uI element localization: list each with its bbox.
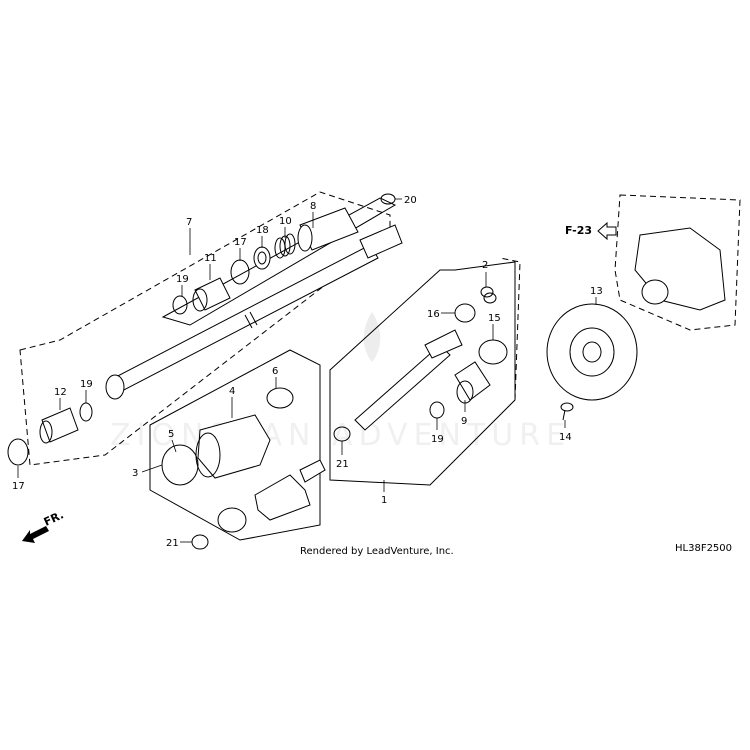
part-12-joint [39, 407, 79, 444]
callout-13: 13 [590, 286, 603, 297]
callout-4: 4 [229, 386, 235, 397]
part-17-ring-left [7, 438, 29, 466]
footer-credit: Rendered by LeadVenture, Inc. [300, 546, 454, 557]
part-18-bearing [253, 246, 271, 270]
callout-12: 12 [54, 387, 67, 398]
part-19-ring-upper [172, 295, 188, 315]
callout-7: 7 [186, 217, 192, 228]
callout-17-upper: 17 [234, 237, 247, 248]
callout-10: 10 [279, 216, 292, 227]
part-8-outer-joint [297, 207, 359, 252]
watermark: ZIONSCAN ADVENTURE [110, 312, 571, 453]
part-19-ring-left [79, 402, 93, 422]
part-seal-lower [217, 507, 247, 533]
diagram-code: HL38F2500 [675, 543, 732, 554]
front-direction: FR. [22, 508, 66, 543]
hub-knuckle [634, 227, 726, 311]
callout-19-right: 19 [431, 434, 444, 445]
callout-5: 5 [168, 429, 174, 440]
part-19-ring-right [429, 401, 445, 419]
callout-9: 9 [461, 416, 467, 427]
part-9-boot [454, 361, 491, 404]
callout-6: 6 [272, 366, 278, 377]
callout-11: 11 [204, 253, 217, 264]
callout-1: 1 [381, 495, 387, 506]
part-4-boot [195, 414, 271, 479]
callout-8: 8 [310, 201, 316, 212]
part-1-shaft [354, 329, 463, 431]
reference-label: F-23 [565, 224, 592, 237]
part-2-bolt [480, 286, 497, 304]
part-cv-joint [254, 459, 326, 521]
part-16-bearing [454, 303, 476, 323]
part-14-bolt [560, 402, 574, 421]
hollow-arrow-left-icon [597, 221, 617, 241]
part-15-ring [478, 339, 508, 365]
watermark-text: ZIONSCAN ADVENTURE [110, 418, 571, 453]
callout-15: 15 [488, 313, 501, 324]
leader-lines [17, 198, 597, 543]
callout-14: 14 [559, 432, 572, 443]
group-frames [19, 191, 741, 541]
drive-shaft-7 [105, 224, 403, 400]
arrow-down-left-icon [22, 526, 49, 543]
callout-19-left: 19 [80, 379, 93, 390]
callout-2: 2 [482, 260, 488, 271]
callout-18: 18 [256, 225, 269, 236]
callout-21-mid: 21 [336, 459, 349, 470]
callout-3: 3 [132, 468, 138, 479]
reference-f23: F-23 [565, 221, 617, 241]
part-13-brake-disc [546, 303, 638, 401]
callout-numbers: 7 8 10 18 17 11 19 20 12 19 17 4 6 5 3 2… [12, 195, 603, 549]
callout-17-left: 17 [12, 481, 25, 492]
callout-19-upper: 19 [176, 274, 189, 285]
callout-21-lower: 21 [166, 538, 179, 549]
part-21-ring-lower [191, 534, 209, 550]
callout-16: 16 [427, 309, 440, 320]
callout-20: 20 [404, 195, 417, 206]
part-17-ring-upper [230, 259, 250, 285]
front-label: FR. [42, 508, 66, 528]
part-11-boot [192, 277, 231, 312]
part-6-clamp [266, 387, 294, 409]
